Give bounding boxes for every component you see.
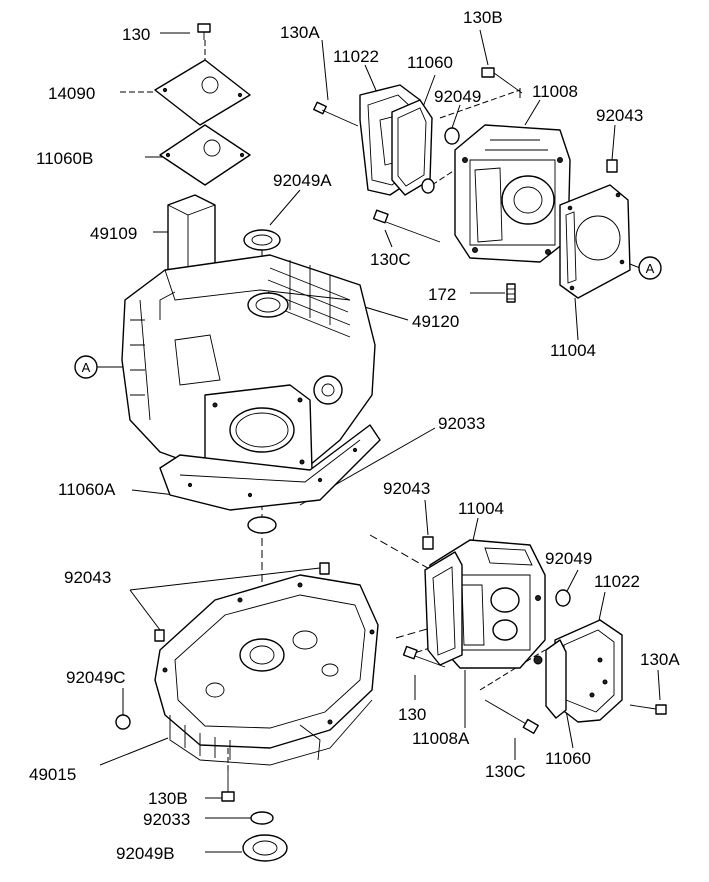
callout-label: 11008A bbox=[412, 729, 470, 748]
gasket-11060-top-icon bbox=[391, 99, 433, 196]
gasket-11060A-icon bbox=[159, 424, 381, 511]
svg-text:A: A bbox=[82, 360, 91, 375]
reference-marker-a-right: A bbox=[638, 256, 662, 280]
callout-label: 11060 bbox=[545, 749, 591, 768]
callout-label: 11022 bbox=[333, 47, 379, 66]
bolt-130A-bottom-icon bbox=[629, 704, 667, 715]
gasket-14090-icon bbox=[154, 59, 251, 126]
callout-label: 11008 bbox=[532, 82, 578, 101]
o-ring-92033-bottom-icon bbox=[250, 811, 274, 825]
o-ring-92033-icon bbox=[247, 516, 277, 534]
callout-label: 130B bbox=[463, 8, 503, 27]
callout-label: 130C bbox=[485, 762, 526, 781]
cylinder-head-11008-icon bbox=[454, 124, 571, 263]
gasket-11060-bottom-icon bbox=[545, 639, 567, 719]
bolt-130C-bottom-icon bbox=[484, 699, 539, 735]
crankcase-49120-icon bbox=[121, 254, 376, 483]
head-cover-11022-bottom-icon bbox=[554, 619, 623, 723]
callout-label: 92049B bbox=[116, 844, 175, 863]
callout-label: 11022 bbox=[594, 572, 640, 591]
bolt-130B-bottom-icon bbox=[221, 765, 235, 802]
callout-label: 92049 bbox=[434, 87, 481, 106]
callout-label: 49109 bbox=[90, 224, 137, 243]
callout-label: 92049 bbox=[545, 549, 592, 568]
callout-label: 130A bbox=[640, 650, 680, 669]
dowel-92043-top-icon bbox=[606, 159, 618, 173]
oil-seal-92049A-icon bbox=[243, 229, 281, 251]
callout-label: 130 bbox=[398, 705, 426, 724]
seal-92049C-icon bbox=[115, 714, 131, 730]
bolt-130-bottom-icon bbox=[402, 645, 446, 668]
bolt-130-icon bbox=[197, 23, 211, 40]
callout-label: 49120 bbox=[412, 312, 459, 331]
callout-label: 14090 bbox=[48, 84, 95, 103]
dowel-92043-left-icon bbox=[154, 562, 330, 642]
seal-92049-right-icon bbox=[555, 589, 571, 607]
callout-label: 49015 bbox=[29, 765, 76, 784]
seal-92049-top-icon bbox=[421, 127, 460, 194]
callout-label: 11060 bbox=[407, 53, 453, 72]
crankcase-cover-49015-icon bbox=[154, 574, 379, 766]
callout-label: 11060B bbox=[36, 149, 93, 168]
callout-label: 11060A bbox=[58, 480, 116, 499]
callout-label: 130A bbox=[280, 23, 320, 42]
callout-label: 92043 bbox=[64, 568, 111, 587]
callout-labels: 130 130A 130B 11022 11060 14090 92049 11… bbox=[29, 8, 680, 863]
bolt-130C-top-icon bbox=[372, 209, 441, 243]
bolt-130B-top-icon bbox=[481, 67, 523, 94]
callout-label: 172 bbox=[428, 285, 456, 304]
callout-label: 92033 bbox=[438, 414, 485, 433]
callout-label: 11004 bbox=[550, 341, 596, 360]
callout-label: 92049C bbox=[66, 668, 126, 687]
bolt-130A-top-icon bbox=[313, 101, 359, 127]
oil-seal-92049B-icon bbox=[242, 834, 288, 862]
stud-172-icon bbox=[506, 283, 516, 303]
callout-label: 92043 bbox=[596, 106, 643, 125]
callout-label: 11004 bbox=[458, 499, 504, 518]
callout-label: 130C bbox=[370, 250, 411, 269]
reference-marker-a-left: A bbox=[74, 355, 98, 379]
head-gasket-11004-top-icon bbox=[559, 184, 631, 299]
svg-text:A: A bbox=[646, 261, 655, 276]
callout-label: 92033 bbox=[143, 810, 190, 829]
head-gasket-11004-bottom-icon bbox=[424, 551, 463, 666]
callout-label: 92049A bbox=[273, 171, 332, 190]
callout-label: 92043 bbox=[383, 479, 430, 498]
callout-label: 130B bbox=[148, 789, 188, 808]
callout-label: 130 bbox=[122, 25, 150, 44]
gasket-11060B-icon bbox=[159, 124, 251, 186]
dowel-92043-right-icon bbox=[422, 536, 434, 550]
